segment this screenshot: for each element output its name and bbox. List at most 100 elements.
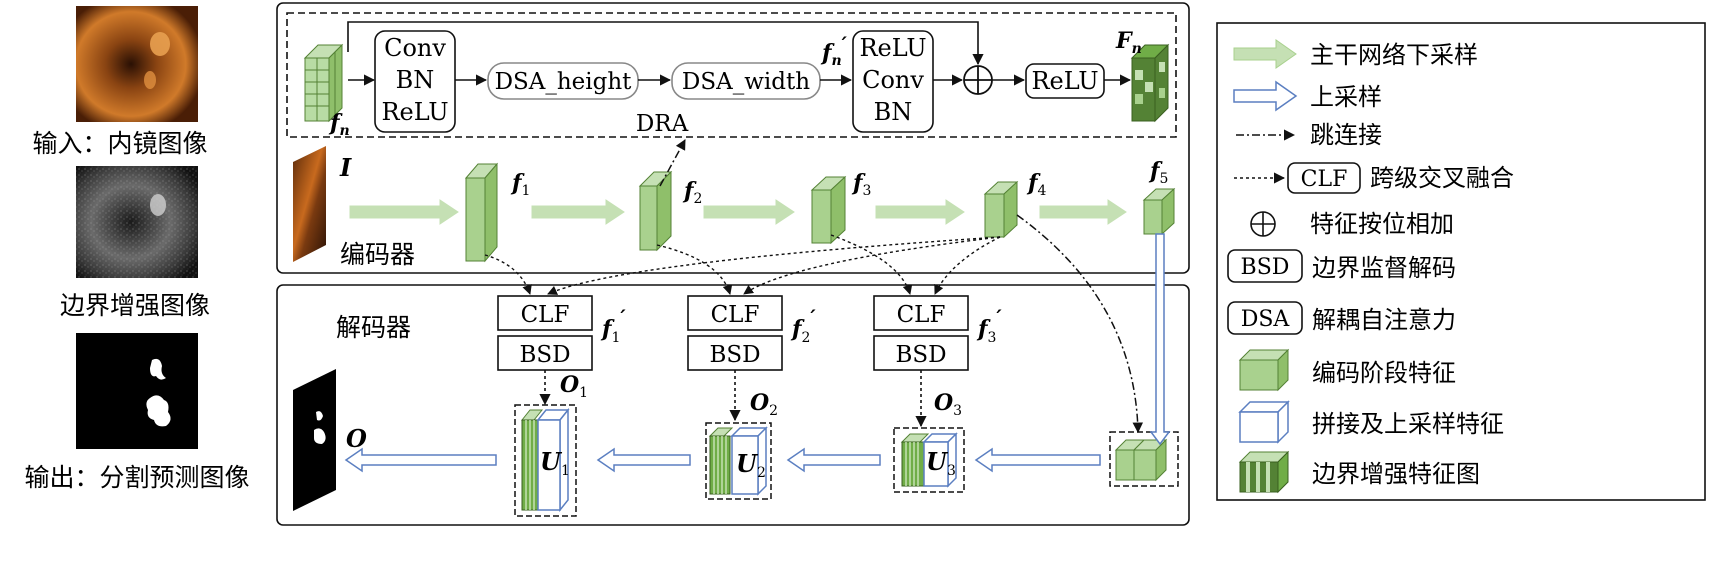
input-endoscope-image (76, 6, 198, 122)
legend-downsample-icon (1233, 39, 1297, 69)
legend-dsa-tag: DSA (1241, 307, 1291, 332)
upsample-arrow-f5 (1149, 233, 1171, 446)
clf-label-2: CLF (711, 302, 760, 328)
encoder-feature-f4 (983, 180, 1019, 239)
decoder-label: 解码器 (336, 313, 411, 342)
u2-label: U2 (736, 449, 766, 481)
dra-label: DRA (636, 111, 689, 137)
dra-relu-block (1025, 63, 1105, 99)
legend-dsa-box (1227, 301, 1303, 335)
final-output-label: O (346, 424, 367, 453)
dra-input-feature-label: fn (328, 110, 350, 139)
downsample-arrow-3 (703, 199, 795, 225)
dsa-width-label: DSA_width (682, 69, 810, 95)
edge-image-label: 边界增强图像 (60, 291, 210, 320)
legend-clf-tag: CLF (1301, 167, 1348, 192)
segmentation-mask-image (76, 333, 198, 449)
legend-clf: 跨级交叉融合 (1370, 164, 1514, 192)
f2-to-dra-arrow (659, 139, 686, 187)
downsample-arrow-1 (349, 199, 459, 225)
dsa-height-block (487, 62, 639, 100)
encoder-f2-label: f2 (682, 178, 702, 207)
clf-bsd-stage-1: CLF BSD (497, 295, 593, 371)
encoder-feature-f3 (810, 175, 847, 245)
encoder-input-symbol: I (339, 153, 352, 182)
encoder-input-image (293, 146, 326, 262)
bsd-output-arrows (539, 370, 927, 428)
upsample-feature-u2 (705, 422, 772, 500)
legend-dsa: 解耦自注意力 (1312, 306, 1456, 334)
u3-label: U3 (926, 447, 956, 479)
decoder-f2-label: f2′ (790, 305, 816, 346)
dra-input-feature-cube (303, 43, 344, 123)
encoder-feature-f2 (638, 170, 673, 252)
cross-level-fusion-arrows (484, 234, 1001, 295)
encoder-f3-label: f3 (851, 170, 871, 199)
output-label: 输出：分割预测图像 (24, 463, 249, 492)
legend-bsd: 边界监督解码 (1312, 254, 1456, 282)
encoder-f5-label: f5 (1148, 158, 1168, 187)
encoder-panel (276, 2, 1190, 274)
clf-bsd-stage-2: CLF BSD (687, 295, 783, 371)
dsa-width-block (671, 62, 821, 100)
decoder-f3-label: f3′ (976, 305, 1002, 346)
legend-box (1216, 22, 1706, 501)
dsa-height-label: DSA_height (495, 69, 633, 95)
legend-downsample: 主干网络下采样 (1310, 41, 1478, 69)
rcb-relu: ReLU (859, 34, 926, 62)
legend-bsd-box (1227, 249, 1303, 283)
relu-conv-bn-block (852, 30, 934, 133)
legend-upsample: 上采样 (1310, 83, 1382, 111)
bottom-concat-feature (1109, 431, 1179, 487)
encoder-f1-label: f1 (510, 170, 530, 199)
legend-bsd-tag: BSD (1241, 255, 1290, 280)
legend-add: 特征按位相加 (1310, 210, 1454, 238)
residual-skip-arrow (347, 21, 984, 66)
encoder-feature-f5 (1142, 187, 1176, 236)
encoder-f4-label: f4 (1026, 170, 1046, 199)
rcb-bn: BN (874, 98, 913, 126)
legend-encoder-feature: 编码阶段特征 (1312, 359, 1456, 387)
legend-add-icon (1250, 211, 1276, 237)
legend-upsample-cube-icon (1238, 400, 1290, 444)
clf-label-1: CLF (521, 302, 570, 328)
dra-output-feature-label: Fn (1115, 28, 1142, 57)
downsample-arrow-2 (531, 199, 625, 225)
encoder-feature-f1 (464, 162, 499, 263)
legend-skip: 跳连接 (1310, 121, 1382, 149)
legend-encoder-cube-icon (1238, 348, 1290, 392)
clf-label-3: CLF (897, 302, 946, 328)
upsample-arrow-c (596, 447, 691, 473)
upsample-arrows (344, 447, 1101, 473)
conv-block-bn: BN (396, 66, 435, 94)
upsample-feature-u3 (893, 427, 965, 493)
input-label: 输入：内镜图像 (32, 129, 207, 158)
downsample-arrow-4 (875, 199, 965, 225)
upsample-feature-u1 (514, 404, 577, 517)
dra-mid-feature-label: fn′ (820, 32, 848, 69)
legend-concat-feature: 拼接及上采样特征 (1312, 410, 1504, 438)
downsample-arrows (349, 199, 1127, 225)
legend-clf-box (1287, 162, 1361, 194)
decoder-f1-label: f1′ (600, 305, 626, 346)
skip-connection-arrow (1016, 214, 1144, 434)
u1-label: U1 (540, 447, 570, 479)
legend-boundary-feature: 边界增强特征图 (1312, 460, 1480, 488)
dra-block (286, 12, 1177, 138)
conv-block-relu: ReLU (381, 98, 448, 126)
output-o2-label: O2 (750, 390, 778, 419)
legend-boundary-cube-icon (1238, 450, 1290, 494)
output-o3-label: O3 (934, 390, 962, 419)
element-wise-add-symbol (963, 65, 993, 95)
output-o1-label: O1 (560, 372, 588, 401)
conv-bn-relu-block (374, 30, 456, 133)
upsample-arrow-b (786, 447, 881, 473)
edge-enhanced-image (76, 166, 198, 278)
legend-upsample-icon (1233, 80, 1298, 112)
bsd-label-2: BSD (709, 342, 760, 368)
dra-relu-label: ReLU (1031, 67, 1098, 95)
clf-bsd-stage-3: CLF BSD (873, 295, 969, 371)
encoder-label: 编码器 (340, 240, 415, 269)
rcb-conv: Conv (862, 66, 924, 94)
